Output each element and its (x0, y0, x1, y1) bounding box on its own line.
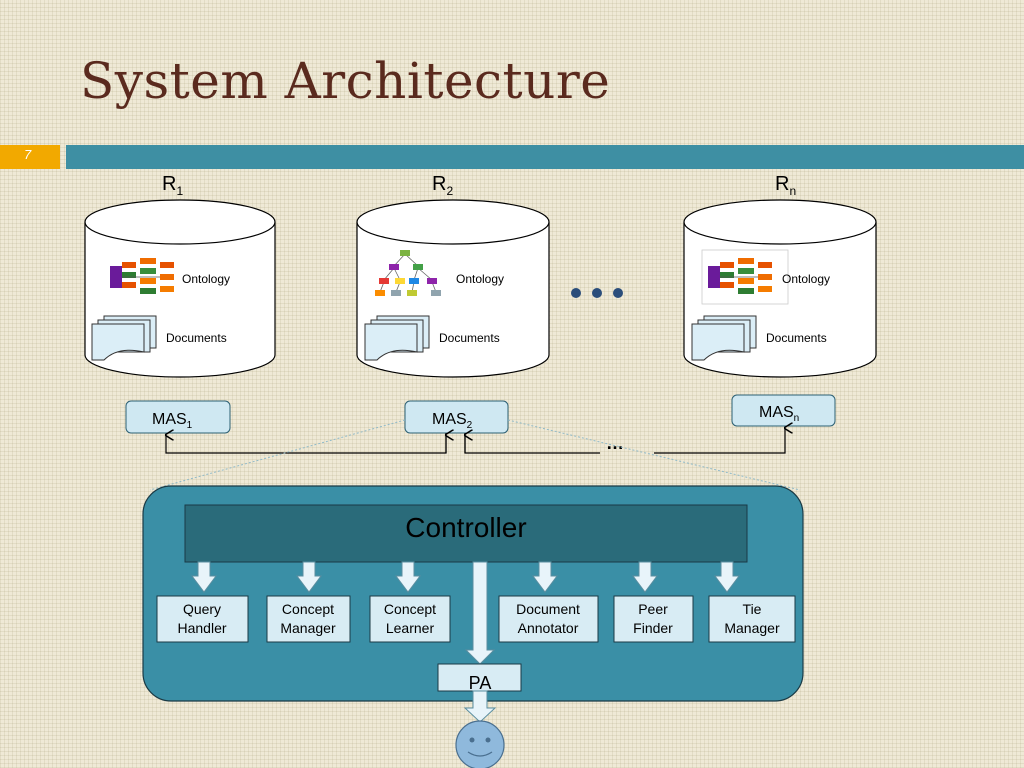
arrow-down-icon (191, 561, 740, 665)
pa-box: PA (437, 663, 522, 693)
svg-text:Concept: Concept (282, 601, 334, 617)
slide-number: 7 (24, 147, 32, 162)
module-concept-learner: Concept Learner (369, 595, 451, 643)
zoom-dotted-lines (149, 419, 801, 491)
repository-r1: R1 Ontology Documents (84, 173, 276, 378)
svg-text:Peer: Peer (638, 601, 668, 617)
module-peer-finder: Peer Finder (613, 595, 694, 643)
controller-box: Controller (184, 504, 748, 563)
ontology-tree-icon (375, 250, 441, 296)
documents-stack-icon (691, 315, 757, 361)
ontology-tree-icon (701, 249, 789, 305)
svg-text:Manager: Manager (280, 620, 336, 636)
user-face-icon (455, 720, 505, 768)
repo-label: R2 (432, 173, 453, 198)
ontology-tree-icon (110, 258, 174, 294)
arrow-down-icon (463, 690, 497, 723)
ontology-label: Ontology (456, 272, 504, 286)
svg-text:Query: Query (183, 601, 221, 617)
cylinder-top (683, 199, 877, 245)
cylinder-top (84, 199, 276, 245)
documents-label: Documents (766, 331, 827, 345)
svg-text:Manager: Manager (724, 620, 780, 636)
svg-text:Handler: Handler (177, 620, 226, 636)
mas-ellipsis: … (606, 433, 624, 453)
ontology-label: Ontology (182, 272, 230, 286)
svg-text:Finder: Finder (633, 620, 673, 636)
more-repositories-dots (571, 288, 623, 298)
svg-text:PA: PA (469, 673, 492, 693)
ontology-label: Ontology (782, 272, 830, 286)
repo-label: Rn (775, 173, 796, 198)
mas-connection-lines (166, 428, 785, 454)
repository-rn: Rn Ontology Documents (683, 173, 877, 378)
module-concept-manager: Concept Manager (266, 595, 351, 643)
documents-label: Documents (439, 331, 500, 345)
module-tie-manager: Tie Manager (708, 595, 796, 643)
svg-text:MASn: MASn (759, 404, 799, 424)
mas-1-box: MAS1 (125, 400, 231, 434)
slide-title: System Architecture (80, 52, 611, 110)
svg-text:Document: Document (516, 601, 580, 617)
documents-stack-icon (364, 315, 430, 361)
repo-label: R1 (162, 173, 183, 198)
slide-number-badge (0, 145, 60, 169)
repository-r2: R2 Ontology (356, 173, 550, 378)
svg-text:Concept: Concept (384, 601, 436, 617)
svg-text:MAS2: MAS2 (432, 411, 473, 431)
module-query-handler: Query Handler (156, 595, 249, 643)
svg-text:MAS1: MAS1 (152, 411, 193, 431)
svg-text:Annotator: Annotator (518, 620, 579, 636)
documents-label: Documents (166, 331, 227, 345)
svg-text:Controller: Controller (405, 512, 526, 543)
header-bar (66, 145, 1024, 169)
module-document-annotator: Document Annotator (498, 595, 599, 643)
documents-stack-icon (91, 315, 157, 361)
mas-2-box: MAS2 (404, 400, 509, 434)
mas-n-box: MASn (731, 394, 836, 427)
svg-text:Learner: Learner (386, 620, 435, 636)
cylinder-top (356, 199, 550, 245)
svg-text:Tie: Tie (743, 601, 762, 617)
